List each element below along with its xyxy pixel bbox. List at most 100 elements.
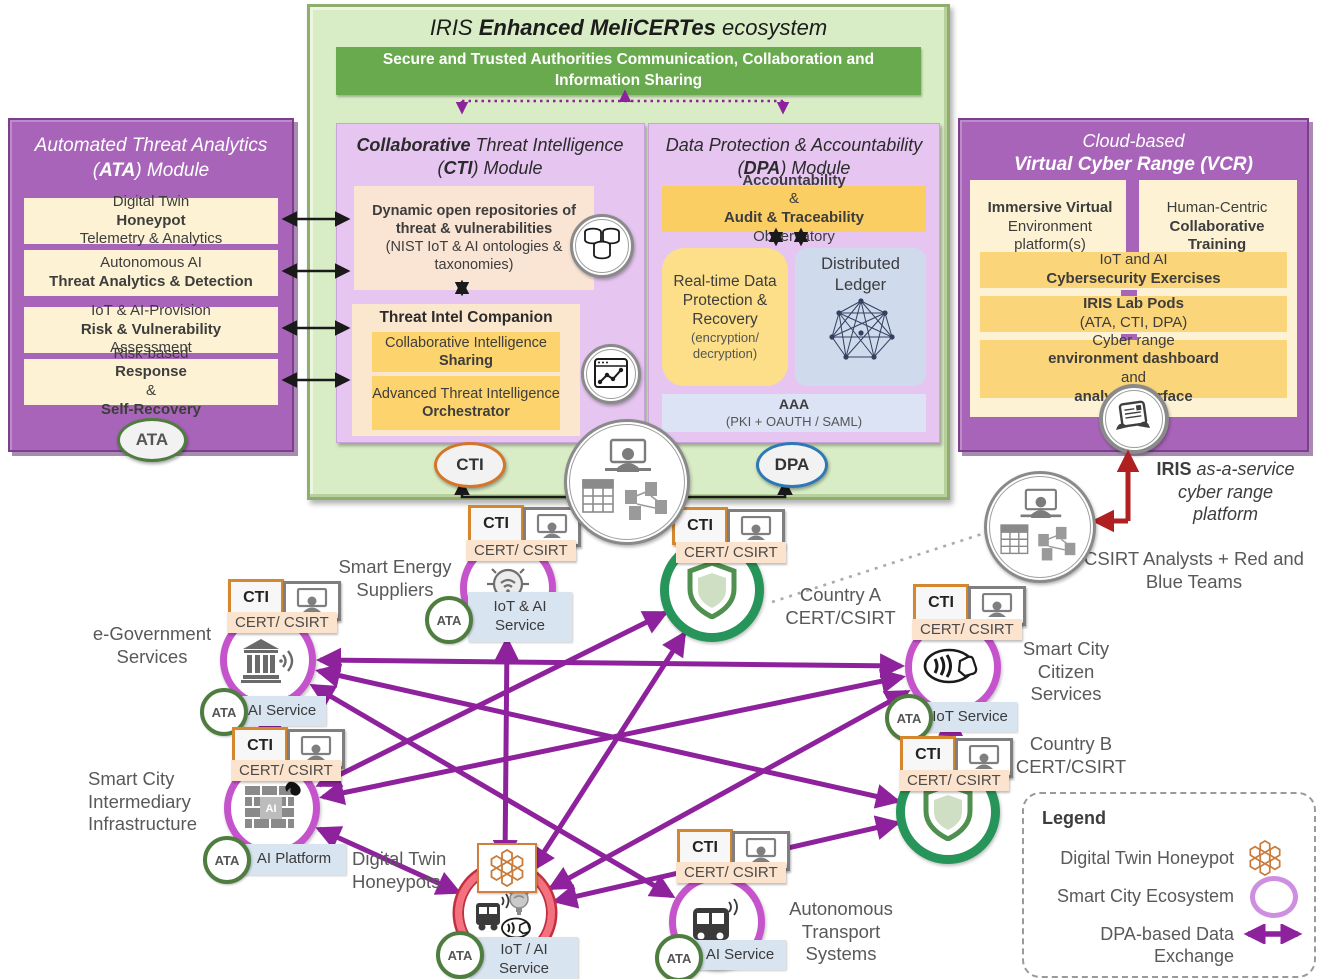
ata-item-response-recovery: Risk-based Response & Self-Recovery <box>24 345 278 418</box>
melicertes-ecosystem-box: IRIS Enhanced MeliCERTes ecosystem Secur… <box>307 4 950 500</box>
service-label-citizen-services: IoT Service <box>923 702 1017 732</box>
vcr-title-line1: Cloud-based <box>1082 131 1185 151</box>
dpa-module-title: Data Protection & Accountability (DPA) M… <box>665 135 923 179</box>
vcr-column-divider <box>1126 180 1139 272</box>
contactless-payment-icon <box>923 648 978 684</box>
ledger-text: Distributed Ledger <box>821 255 900 294</box>
analyst-monitor-icon <box>745 838 777 862</box>
node-label-country-a: Country A CERT/CSIRT <box>785 584 896 628</box>
ata-oval-badge: ATA <box>117 418 187 462</box>
repository-icon-circle <box>570 214 634 278</box>
legend-title: Legend <box>1042 808 1107 828</box>
cti-oval-badge: CTI <box>434 442 506 488</box>
service-label-smart-energy: IoT & AI Service <box>468 592 572 642</box>
service-label-honeypots: IoT / AI Service <box>470 937 578 979</box>
analyst-monitor-icon <box>968 745 1000 769</box>
threat-intel-companion-box: Threat Intel Companion Collaborative Int… <box>352 304 580 436</box>
vcr-row-connector-2 <box>1121 334 1137 342</box>
iris-as-a-service-label: IRIS as-a-service cyber range platform <box>1148 458 1303 526</box>
aaa-sub-text: (PKI + OAUTH / SAML) <box>725 413 863 429</box>
node-label-citizen-services: Smart City Citizen Services <box>1022 638 1110 705</box>
legend-ecosystem-ring-icon <box>1250 876 1298 918</box>
accountability-observatory-box: Accountability & Audit & Traceability Ob… <box>662 172 926 245</box>
cti-chip-smart-energy: CTI <box>468 505 524 543</box>
vcr-title-line2: Virtual Cyber Range (VCR) <box>1014 154 1253 176</box>
government-building-icon <box>241 639 294 683</box>
cti-chip-egov: CTI <box>228 579 284 617</box>
flame-icon <box>285 781 301 796</box>
aaa-box: AAA (PKI + OAUTH / SAML) <box>662 394 926 432</box>
cti-module-title: Collaborative Threat Intelligence (CTI) … <box>356 135 624 179</box>
ata-badge-intermediary: ATA <box>203 836 251 884</box>
legend: Legend Digital Twin Honeypot Smart City … <box>1022 792 1316 978</box>
cert-csirt-label-transport: CERT/ CSIRT <box>676 862 786 883</box>
node-label-transport: Autonomous Transport Systems <box>789 898 893 965</box>
intel-dashboard-icon-circle <box>581 344 641 404</box>
cti-module: Collaborative Threat Intelligence (CTI) … <box>336 123 645 488</box>
iris-service-line3: platform <box>1192 504 1259 524</box>
vcr-row-connector-1 <box>1121 290 1137 298</box>
cert-csirt-label-country-b: CERT/ CSIRT <box>899 770 1009 791</box>
ata-badge-honeypots: ATA <box>436 931 484 979</box>
ata-title-line2: (ATA) Module <box>92 159 210 181</box>
cti-repositories-box: Dynamic open repositories of threat & vu… <box>354 186 594 290</box>
node-label-honeypots: Digital Twin Honeypots <box>352 848 447 892</box>
cert-csirt-label-intermediary: CERT/ CSIRT <box>231 760 341 781</box>
legend-item-honeypot: Digital Twin Honeypot <box>1060 848 1234 868</box>
aaa-main-text: AAA <box>778 396 810 413</box>
iris-service-line2: cyber range <box>1177 481 1274 502</box>
firewall-ai-icon: AI <box>245 781 301 828</box>
ata-badge-transport: ATA <box>655 934 703 979</box>
companion-title: Threat Intel Companion <box>379 309 553 326</box>
ata-module-title: Automated Threat Analytics (ATA) Module <box>10 134 292 183</box>
ata-badge-smart-energy: ATA <box>425 596 473 644</box>
honeycomb-chip-honeypots <box>477 843 537 893</box>
ata-module: Automated Threat Analytics (ATA) Module … <box>8 118 294 462</box>
legend-dpa-arrow-icon <box>1243 924 1303 944</box>
ledger-network-icon <box>828 298 895 360</box>
cert-csirt-label-egov: CERT/ CSIRT <box>227 612 337 633</box>
legend-item-ecosystem: Smart City Ecosystem <box>1056 886 1234 906</box>
analyst-monitor-icon <box>981 593 1013 617</box>
ecosystem-title: IRIS Enhanced MeliCERTes ecosystem <box>429 15 828 40</box>
legend-item-dpa-exchange: DPA-based Data Exchange <box>1100 924 1234 966</box>
ata-item-honeypot-telemetry: Digital Twin Honeypot Telemetry & Analyt… <box>24 193 278 247</box>
cti-chip-citizen-services: CTI <box>913 584 969 622</box>
ata-title-line1: Automated Threat Analytics <box>34 135 268 156</box>
tablet-hands-icon <box>1116 400 1150 430</box>
vcr-interface-icon-circle <box>1099 384 1169 454</box>
ata-item-threat-analytics: Autonomous AI Threat Analytics & Detecti… <box>24 250 278 296</box>
melicertes-hub-circle <box>564 419 690 545</box>
shield-icon <box>923 783 973 841</box>
cert-csirt-label-country-a: CERT/ CSIRT <box>676 542 786 563</box>
csirt-analysts-icon <box>1000 488 1076 561</box>
iris-service-line1: IRIS as-a-service <box>1156 459 1295 479</box>
service-label-egov: AI Service <box>238 696 326 726</box>
orchestrator-box: Advanced Threat Intelligence Orchestrato… <box>372 376 560 430</box>
analyst-monitor-icon <box>296 588 328 612</box>
firewall-ai-chip-label: AI <box>266 803 277 815</box>
legend-honeycomb-icon <box>1249 840 1281 876</box>
cert-csirt-label-smart-energy: CERT/ CSIRT <box>466 540 576 561</box>
analysts-operations-icon <box>582 438 667 520</box>
dpa-oval-badge: DPA <box>756 442 828 488</box>
shield-icon <box>687 561 737 619</box>
ata-badge-citizen-services: ATA <box>885 694 933 742</box>
honeypot-services-icon <box>476 889 531 939</box>
node-label-smart-energy: Smart Energy Suppliers <box>338 556 452 600</box>
service-label-intermediary: AI Platform <box>242 844 346 875</box>
cti-chip-country-b: CTI <box>900 736 956 774</box>
realtime-protection-box: Real-time Data Protection & Recovery (en… <box>662 248 788 386</box>
node-label-egov: e-Government Services <box>92 623 212 667</box>
collaborative-sharing-box: Collaborative Intelligence Sharing <box>372 332 560 372</box>
node-label-intermediary: Smart City Intermediary Infrastructure <box>88 768 197 835</box>
csirt-analysts-circle <box>984 471 1096 583</box>
analyst-monitor-icon <box>300 736 332 760</box>
csirt-analysts-label: CSIRT Analysts + Red and Blue Teams <box>1084 548 1304 592</box>
chart-icon <box>594 358 628 388</box>
realtime-sub-text: (encryption/ decryption) <box>691 329 759 362</box>
vcr-exercises-row: IoT and AI Cybersecurity Exercises <box>980 251 1287 288</box>
database-icon <box>584 227 620 260</box>
service-label-transport: AI Service <box>694 940 786 970</box>
